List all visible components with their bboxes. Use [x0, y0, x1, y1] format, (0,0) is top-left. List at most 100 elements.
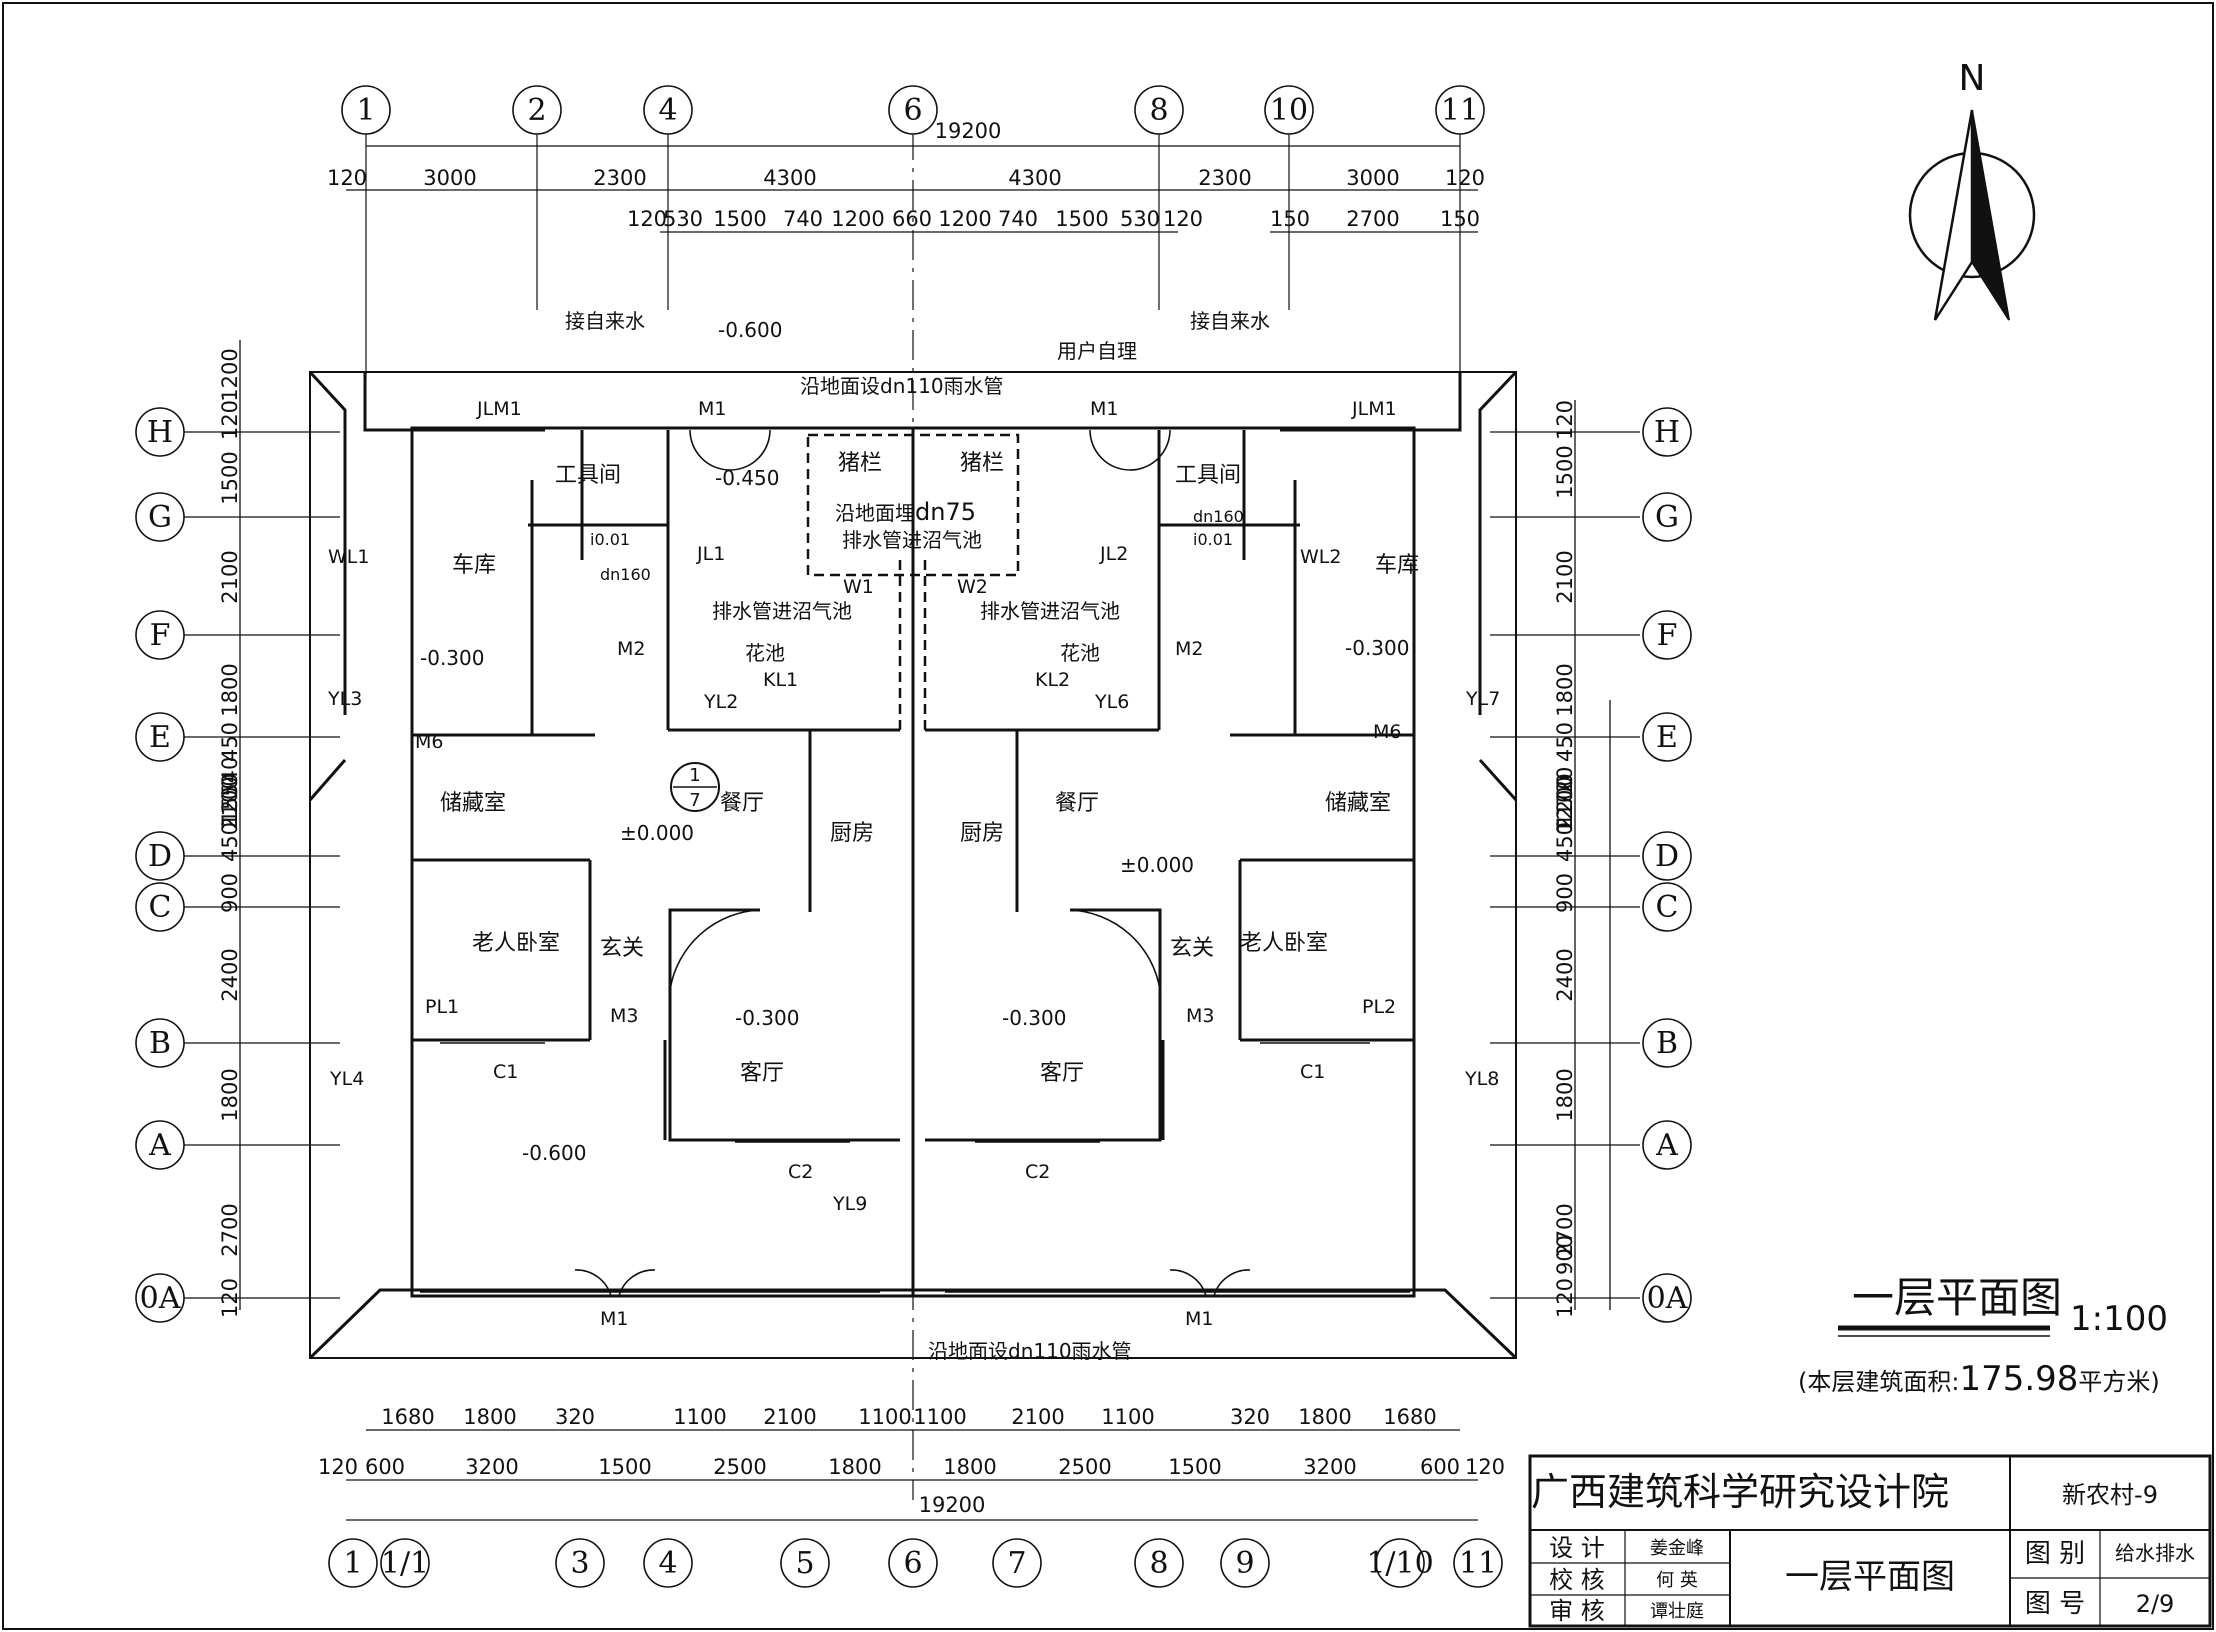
side-dimensions: 1200120150021001800450120045021009002400… — [218, 340, 1611, 1318]
dim-left-4: 1800 — [218, 663, 242, 716]
svg-text:E: E — [149, 720, 171, 755]
axis-right-F: F — [1642, 610, 1692, 660]
tag-c2-right: C2 — [1025, 1161, 1050, 1183]
tag-yl9: YL9 — [832, 1193, 867, 1215]
dim-right-4: 450 — [1553, 722, 1577, 762]
drawing-title: 一层平面图 1:100 (本层建筑面积:175.98平方米) — [1798, 1273, 2168, 1399]
tag-m1-bl: M1 — [600, 1308, 628, 1330]
tag-m6-left: M6 — [415, 731, 443, 753]
title-block: 广西建筑科学研究设计院 新农村-9 设 计 姜金峰 校 核 何 英 审 核 谭壮… — [1528, 1454, 2212, 1628]
north-arrow: N — [1908, 58, 2036, 321]
room-labels: 车库 车库 工具间 工具间 猪栏 猪栏 储藏室 储藏室 餐厅 餐厅 厨房 厨房 … — [440, 451, 1419, 1086]
tag-pl1: PL1 — [425, 996, 459, 1018]
svg-text:C: C — [149, 890, 172, 925]
room-dining-right: 餐厅 — [1055, 791, 1099, 816]
level-top-0600: -0.600 — [718, 318, 782, 342]
dim-right-10: 1800 — [1553, 1068, 1577, 1121]
water-supply-left: 接自来水 — [565, 309, 645, 333]
tag-jl2: JL2 — [1099, 543, 1128, 565]
axis-left-C: C — [135, 882, 185, 932]
slope-right: i0.01 — [1193, 530, 1233, 549]
svg-text:B: B — [149, 1026, 171, 1061]
tag-yl8: YL8 — [1464, 1068, 1499, 1090]
level-marks: -0.600 -0.450 -0.300 -0.300 ±0.000 ±0.00… — [420, 318, 1409, 1165]
room-storage-right: 储藏室 — [1325, 791, 1391, 816]
room-living-right: 客厅 — [1040, 1061, 1084, 1086]
axis-right-0A: 0A — [1642, 1273, 1692, 1323]
dim-top-r2-0: 120 — [627, 207, 667, 231]
tag-jl1: JL1 — [696, 543, 725, 565]
room-garage-left: 车库 — [452, 553, 496, 578]
dim-right-1: 1500 — [1553, 445, 1577, 498]
dim-top-r1-3: 4300 — [763, 166, 816, 190]
tag-m2-right: M2 — [1175, 638, 1203, 660]
axis-top-2: 2 — [512, 85, 562, 135]
drawing-name: 一层平面图 — [1785, 1557, 1955, 1597]
level-000-right: ±0.000 — [1120, 853, 1194, 877]
drain-biogas-center: 排水管进沼气池 — [842, 528, 982, 552]
design-label: 设 计 — [1549, 1534, 1605, 1562]
detail-number: 1 — [689, 765, 700, 786]
dim-bot-r2-7: 2500 — [1058, 1455, 1111, 1479]
tag-m1-br: M1 — [1185, 1308, 1213, 1330]
dim-bot-r2-10: 600 — [1420, 1455, 1460, 1479]
axis-bottom-0: 1 — [328, 1538, 378, 1588]
svg-text:5: 5 — [795, 1546, 814, 1581]
axis-right-D: D — [1642, 831, 1692, 881]
svg-text:4: 4 — [658, 93, 677, 128]
tag-yl3: YL3 — [327, 688, 362, 710]
dim-bot-r1-10: 1800 — [1298, 1405, 1351, 1429]
svg-text:0A: 0A — [1647, 1281, 1688, 1316]
svg-text:1: 1 — [356, 93, 375, 128]
axis-left-A: A — [135, 1120, 185, 1170]
tag-yl4: YL4 — [329, 1068, 364, 1090]
axis-right-B: B — [1642, 1018, 1692, 1068]
tag-yl2: YL2 — [703, 691, 738, 713]
axis-top-11: 11 — [1435, 85, 1485, 135]
tag-w1: W1 — [843, 576, 874, 598]
dim-bot-r1-8: 1100 — [1101, 1405, 1154, 1429]
dim-bot-r2-6: 1800 — [943, 1455, 996, 1479]
north-label: N — [1959, 58, 1986, 99]
svg-text:1/10: 1/10 — [1366, 1546, 1433, 1581]
room-pigsty-left: 猪栏 — [838, 451, 882, 476]
room-pigsty-right: 猪栏 — [960, 451, 1004, 476]
dim-bot-r1-7: 2100 — [1011, 1405, 1064, 1429]
dim-bot-r1-0: 1680 — [381, 1405, 434, 1429]
svg-text:E: E — [1656, 720, 1678, 755]
tag-c1-right: C1 — [1300, 1061, 1325, 1083]
axis-top-1: 1 — [341, 85, 391, 135]
tag-wl1: WL1 — [328, 546, 369, 568]
tag-m1-tr: M1 — [1090, 398, 1118, 420]
dim-bot-r2-11: 120 — [1465, 1455, 1505, 1479]
dim-left-stack: 1200120150021001800450120045021009002400… — [218, 348, 242, 1318]
dim-right-stack: 1201500210018004501200450210090024001800… — [1553, 400, 1577, 1318]
dim-top-r1-5: 2300 — [1198, 166, 1251, 190]
tag-m3-left: M3 — [610, 1005, 638, 1027]
flower-bed-left: 花池 — [745, 641, 785, 665]
axis-bottom-2: 3 — [555, 1538, 605, 1588]
dim-bot-r2-0: 120 — [318, 1455, 358, 1479]
dim-bot-r2-4: 2500 — [713, 1455, 766, 1479]
dim-top-r1-1: 3000 — [423, 166, 476, 190]
svg-text:2: 2 — [527, 93, 546, 128]
dim-left-12: 2700 — [218, 1203, 242, 1256]
axis-bottom-7: 8 — [1134, 1538, 1184, 1588]
dim-bot-r1-1: 1800 — [463, 1405, 516, 1429]
svg-text:B: B — [1656, 1026, 1678, 1061]
level-yard-0600: -0.600 — [522, 1141, 586, 1165]
dim-right-12: 120 — [1553, 1278, 1577, 1318]
svg-text:H: H — [147, 415, 173, 450]
svg-text:D: D — [148, 839, 172, 874]
dim-bot-r2-5: 1800 — [828, 1455, 881, 1479]
room-garage-right: 车库 — [1375, 553, 1419, 578]
review-label: 审 核 — [1549, 1597, 1605, 1625]
tag-pl2: PL2 — [1362, 996, 1396, 1018]
rain-pipe-top: 沿地面设dn110雨水管 — [800, 374, 1004, 398]
level-garage-right: -0.300 — [1345, 636, 1409, 660]
svg-text:D: D — [1655, 839, 1679, 874]
